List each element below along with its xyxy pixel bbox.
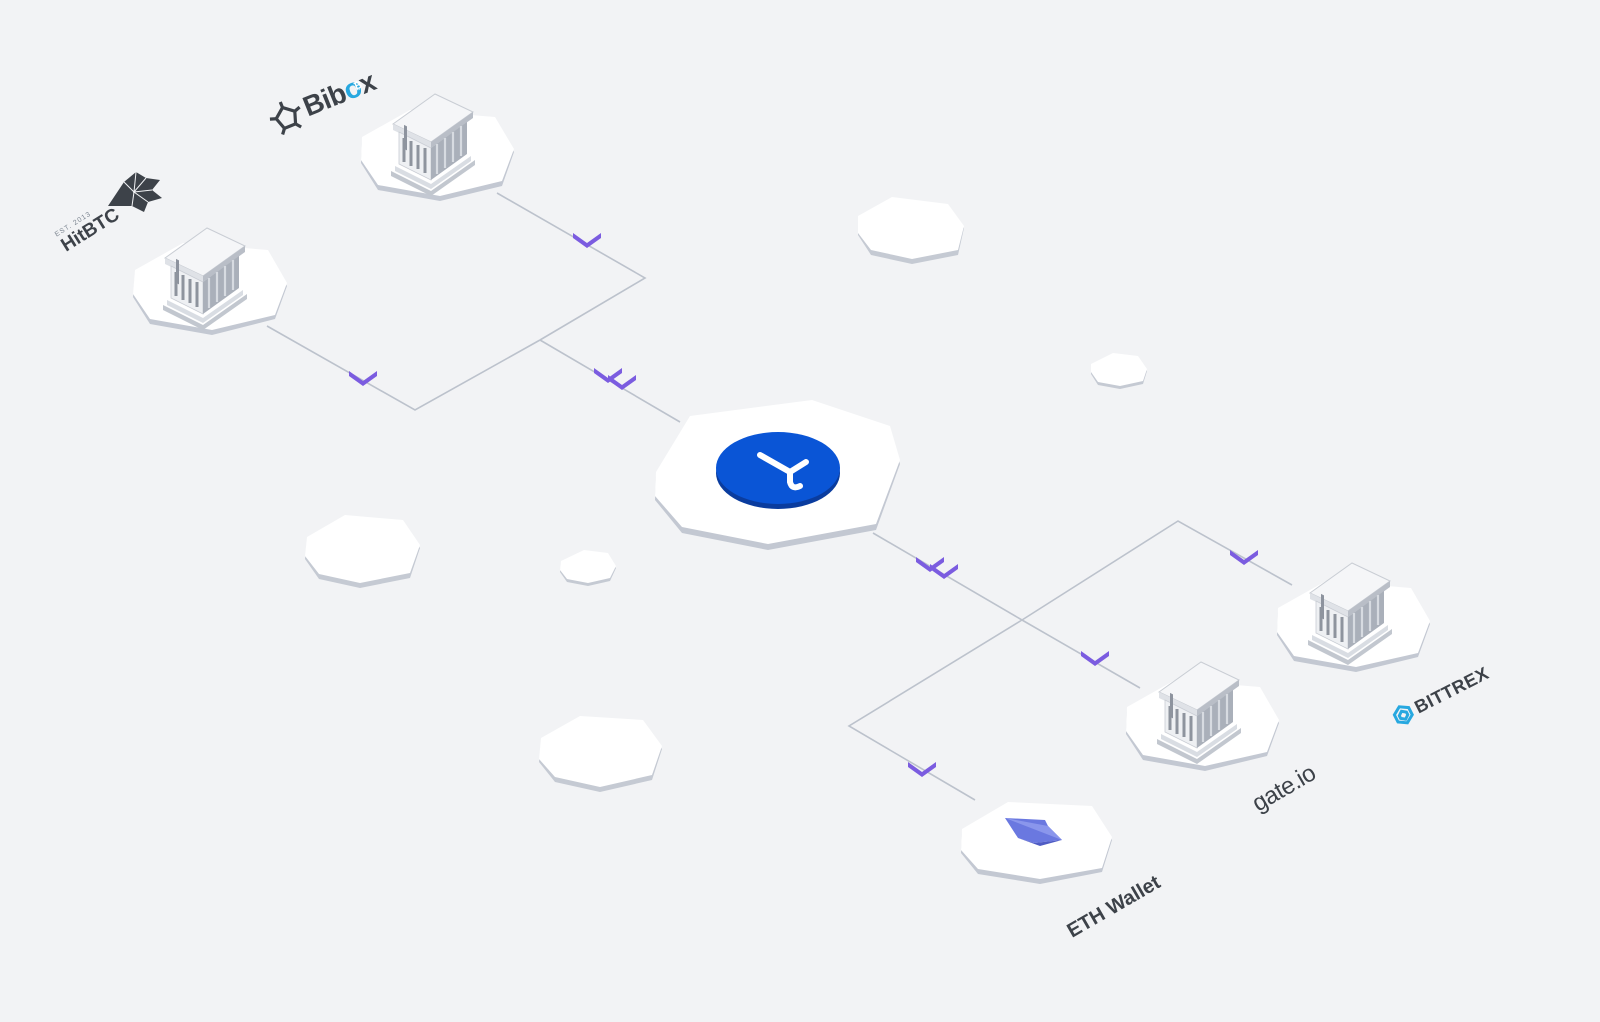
bittrex-logo: BITTREX — [1392, 663, 1492, 725]
bibox-logo: Bibox ₿ — [269, 65, 381, 135]
exchange-node-bibox[interactable] — [361, 92, 514, 201]
decorative-hexes — [305, 197, 1147, 792]
chevron-icon — [349, 371, 377, 386]
connector-hitbtc-to-junction — [266, 325, 541, 411]
gateio-logo: gate.io — [1248, 759, 1321, 817]
wallet-node-eth[interactable] — [961, 802, 1112, 884]
connector-split-to-wallet — [847, 619, 1023, 801]
hitbtc-logo: EST. 2013 HitBTC — [54, 171, 162, 256]
connector-split-to-bittrex — [1021, 520, 1293, 621]
bittrex-name: BITTREX — [1411, 663, 1492, 717]
empty-hex-tile — [539, 716, 662, 792]
double-chevron-icon — [916, 557, 958, 579]
gateio-name: gate.io — [1248, 759, 1321, 817]
double-chevron-icon — [594, 368, 636, 390]
chevron-icon — [1081, 651, 1109, 666]
connector-bibox-to-junction — [496, 192, 647, 341]
empty-hex-tile — [858, 197, 964, 264]
exchange-node-bittrex[interactable] — [1277, 561, 1430, 672]
hub-logo-icon — [757, 452, 809, 491]
empty-hex-tile — [1091, 353, 1147, 389]
wallet-name: ETH Wallet — [1064, 871, 1165, 942]
ethereum-icon — [1005, 818, 1062, 846]
empty-hex-tile — [305, 515, 420, 588]
eth-wallet-label: ETH Wallet — [1064, 871, 1165, 942]
bull-head-icon — [108, 171, 162, 212]
bibox-name: Bibox — [298, 65, 380, 122]
hub-node[interactable] — [655, 400, 900, 550]
empty-hex-tile — [560, 550, 616, 586]
chevron-icon — [573, 233, 601, 248]
exchange-node-gateio[interactable] — [1126, 660, 1279, 771]
bibox-mark-icon — [269, 101, 302, 135]
exchange-node-hitbtc[interactable] — [133, 226, 287, 335]
bittrex-mark-icon — [1392, 705, 1414, 725]
